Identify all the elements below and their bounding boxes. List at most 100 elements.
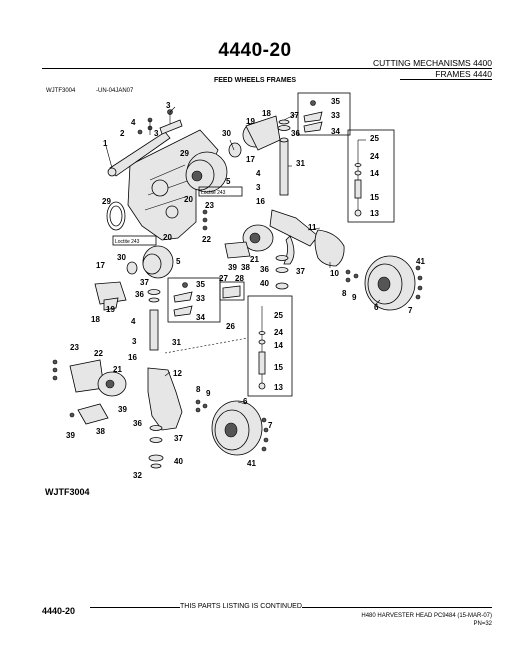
callout-41a: 41 [416,257,425,266]
callout-30a: 30 [222,129,231,138]
pivot-pin-upper [279,139,289,196]
footer-page-ref: 4440-20 [42,606,76,616]
callout-30b: 30 [117,253,126,262]
callout-16a: 16 [256,197,265,206]
callout-17a: 17 [246,155,255,164]
callout-1: 1 [103,139,108,148]
callout-13a: 13 [370,209,379,218]
callout-box-lower-right [247,295,293,397]
callout-6b: 6 [243,397,248,406]
callout-2a: 2 [120,129,125,138]
callout-39a: 39 [228,263,237,272]
callout-22b: 22 [94,349,103,358]
arm-11 [269,209,319,247]
callout-4a: 4 [131,118,136,127]
callout-26: 26 [226,322,235,331]
header-divider [42,68,492,69]
callout-29a: 29 [180,149,189,158]
callout-17b: 17 [96,261,105,270]
callout-23a: 23 [205,201,214,210]
callout-34a: 34 [331,127,340,136]
callout-36d: 36 [133,419,142,428]
callout-14a: 14 [370,169,379,178]
figure-caption: WJTF3004 [45,487,90,497]
callout-15b: 15 [274,363,283,372]
callout-33b: 33 [196,294,205,303]
loctite-label-1: Loctite 243 [201,190,226,196]
figure-id: WJTF3004 [46,88,76,94]
callout-39c: 39 [66,431,75,440]
callout-39b: 39 [118,405,127,414]
callout-28: 28 [235,274,244,283]
footer-continued: THIS PARTS LISTING IS CONTINUED [180,603,302,610]
callout-33a: 33 [331,111,340,120]
callout-38a: 38 [241,263,250,272]
callout-19a: 19 [246,117,255,126]
subsection-divider [400,79,492,80]
subsection-label: FRAMES 4440 [435,69,492,79]
callout-41b: 41 [247,459,256,468]
callout-12: 12 [173,369,182,378]
callout-box-upper-right [347,129,395,223]
callout-20a: 20 [184,195,193,204]
callout-18b: 18 [91,315,100,324]
callout-8b: 8 [196,385,201,394]
callout-24a: 24 [370,152,379,161]
callout-6a: 6 [374,303,379,312]
footer-pn: PN=32 [473,621,492,627]
pivot-pin-lower [149,309,159,351]
footer-info: H480 HARVESTER HEAD PC9484 (15-MAR-07) [361,613,492,619]
callout-13b: 13 [274,383,283,392]
callout-3b: 3 [154,129,159,138]
callout-27: 27 [219,274,228,283]
callout-36b: 36 [260,265,269,274]
callout-16b: 16 [128,353,137,362]
callout-11: 11 [308,223,317,232]
callout-22a: 22 [202,235,211,244]
callout-25a: 25 [370,134,379,143]
callout-3d: 3 [132,337,137,346]
callout-40b: 40 [174,457,183,466]
arm-bracket-10 [314,229,345,267]
callout-21b: 21 [113,365,122,374]
callout-4b: 4 [256,169,261,178]
callout-21a: 21 [250,255,259,264]
page-title: 4440-20 [218,40,292,61]
callout-8a: 8 [342,289,347,298]
callout-15a: 15 [370,193,379,202]
callout-31a: 31 [296,159,305,168]
callout-29b: 29 [102,197,111,206]
footer-rule-left [90,607,180,608]
callout-31b: 31 [172,338,181,347]
callout-5b: 5 [176,257,181,266]
callout-25b: 25 [274,311,283,320]
callout-14b: 14 [274,341,283,350]
callout-40a: 40 [260,279,269,288]
callout-3c: 3 [256,183,261,192]
callout-19b: 19 [106,305,115,314]
callout-5a: 5 [226,177,231,186]
callout-38b: 38 [96,427,105,436]
callout-9a: 9 [352,293,357,302]
callout-9b: 9 [206,389,211,398]
callout-23b: 23 [70,343,79,352]
callout-37a: 37 [290,111,299,120]
callout-7a: 7 [408,306,413,315]
arm-12 [147,367,183,431]
callout-4c: 4 [131,317,136,326]
callout-36c: 36 [135,290,144,299]
callout-3a: 3 [166,101,171,110]
callout-7b: 7 [268,421,273,430]
callout-35a: 35 [331,97,340,106]
callout-18a: 18 [262,109,271,118]
callout-10: 10 [330,269,339,278]
figure-date: -UN-04JAN07 [96,88,134,94]
callout-37d: 37 [174,434,183,443]
loctite-label-2: Loctite 243 [115,239,140,245]
callout-36a: 36 [291,129,300,138]
callout-35b: 35 [196,280,205,289]
section-label: CUTTING MECHANISMS 4400 [372,58,492,68]
seal-ring [106,201,126,231]
callout-20b: 20 [163,233,172,242]
